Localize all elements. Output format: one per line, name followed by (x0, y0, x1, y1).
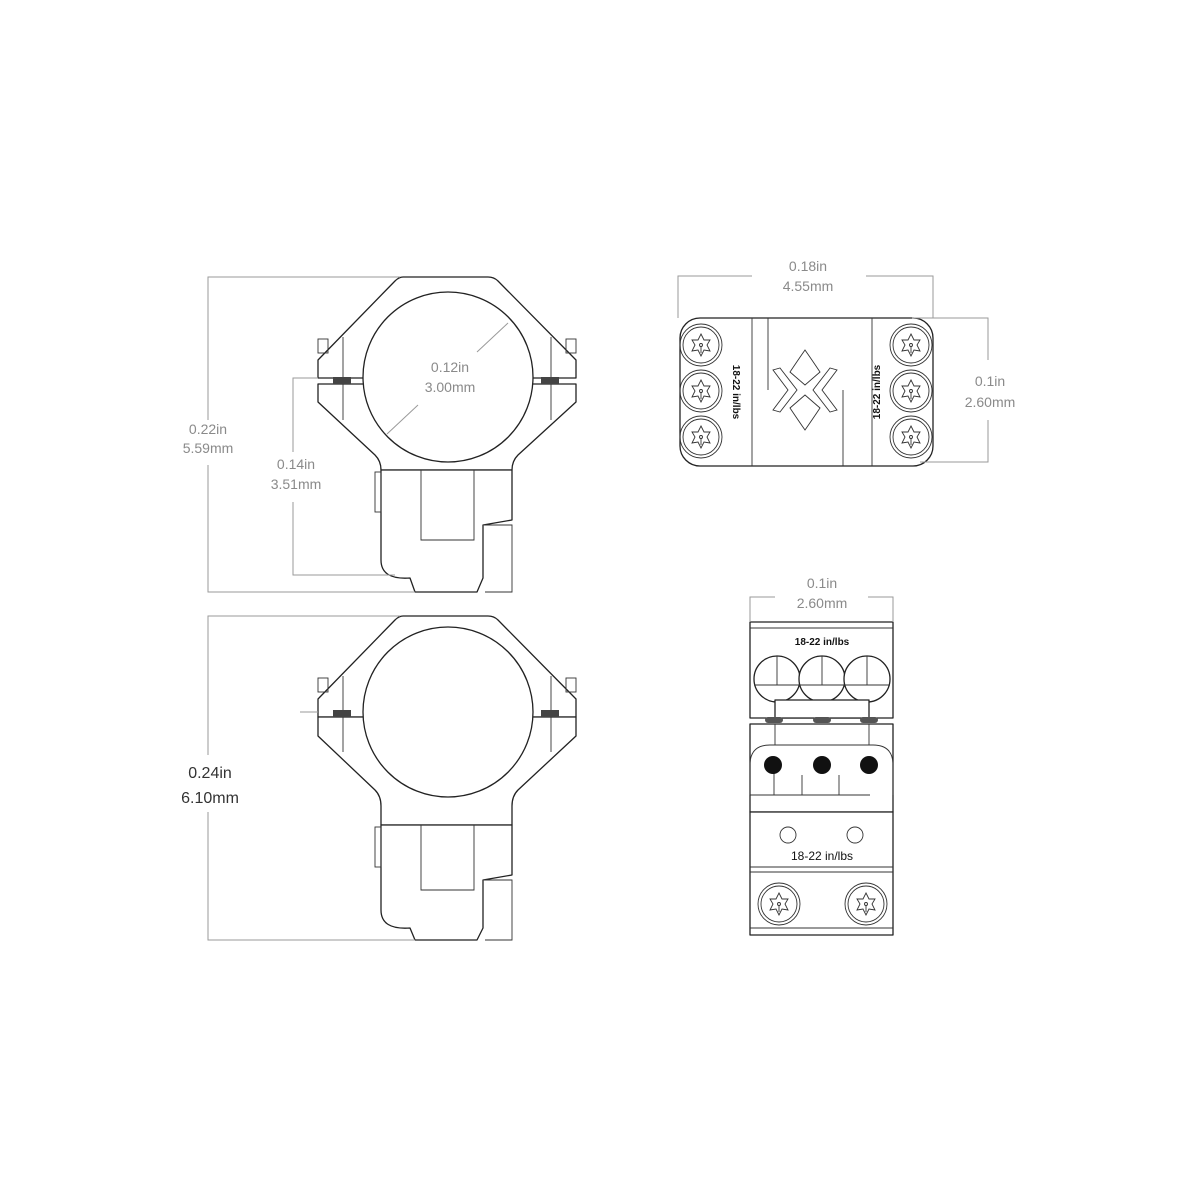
dim-label-in: 0.24in (188, 765, 232, 782)
torque-label: 18-22 in/lbs (795, 637, 850, 648)
side-view: 18-22 in/lbs 18-22 in/lbs 0.1in 2.60mm (749, 575, 894, 936)
scope-ring-bore (362, 291, 534, 463)
dim-label-in: 0.12in (431, 359, 469, 375)
dim-label-mm: 2.60mm (965, 394, 1016, 410)
dim-label-in: 0.1in (975, 373, 1005, 389)
dim-label-mm: 3.51mm (271, 476, 322, 492)
dim-label-mm: 4.55mm (783, 278, 834, 294)
dim-label-in: 0.14in (277, 456, 315, 472)
top-view: 18-22 in/lbs 18-22 in/lbs 0.18in 4.55mm … (677, 258, 1016, 467)
front-view-bottom: 0.24in 6.10mm (181, 615, 577, 941)
dim-label-in: 0.22in (189, 421, 227, 437)
mount-top-outline: 18-22 in/lbs 18-22 in/lbs (679, 317, 934, 467)
dim-label-mm: 5.59mm (183, 440, 234, 456)
ring-mount-outline (300, 615, 577, 941)
dimension-width: 0.1in 2.60mm (749, 575, 894, 622)
torque-label: 18-22 in/lbs (872, 364, 883, 419)
front-view-top: 0.22in 5.59mm 0.14in 3.51mm 0.12in 3.00m… (183, 276, 577, 593)
dim-label-in: 0.18in (789, 258, 827, 274)
dimension-width: 0.1in 2.60mm (912, 317, 1016, 463)
dimension-length: 0.18in 4.55mm (677, 258, 934, 318)
torque-label: 18-22 in/lbs (730, 365, 741, 420)
dim-label-mm: 3.00mm (425, 379, 476, 395)
scope-ring-bore (362, 626, 534, 798)
dimension-center-height: 0.14in 3.51mm (271, 377, 395, 576)
dimension-ring-diameter: 0.12in 3.00mm (386, 322, 509, 435)
dim-label-mm: 2.60mm (797, 595, 848, 611)
mount-side-outline: 18-22 in/lbs 18-22 in/lbs (749, 621, 894, 936)
dim-label-in: 0.1in (807, 575, 837, 591)
dimension-overall-height: 0.24in 6.10mm (181, 615, 415, 941)
ring-mount-outline (317, 276, 577, 593)
dimension-overall-height: 0.22in 5.59mm (183, 276, 415, 593)
torque-label: 18-22 in/lbs (791, 849, 853, 863)
logo-icon (772, 349, 838, 431)
dim-label-mm: 6.10mm (181, 790, 239, 807)
